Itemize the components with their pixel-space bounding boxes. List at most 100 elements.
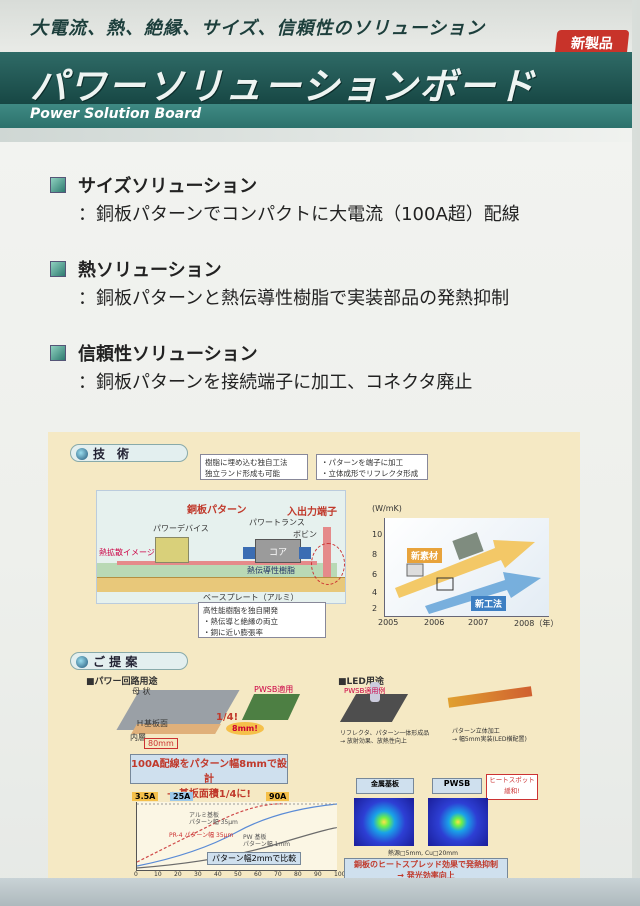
english-title: Power Solution Board bbox=[30, 106, 202, 122]
tab-proposal: ご 提 案 bbox=[70, 652, 188, 670]
note-terminal: ・パターンを端子に加工 ・立体成形でリフレクタ形成 bbox=[316, 454, 428, 480]
core-block: コア bbox=[255, 539, 301, 563]
pwsb-led-label: PWSB適用例 bbox=[344, 687, 386, 695]
current-label: 90A bbox=[266, 792, 290, 801]
led-use-heading: ■LED用途 bbox=[338, 677, 384, 687]
current-x-tick: 60 bbox=[254, 871, 262, 878]
solution-heading: 熱ソリューション bbox=[78, 260, 222, 281]
copper-pattern bbox=[117, 561, 317, 565]
bullet-square-icon bbox=[50, 345, 66, 361]
led-mount-label: パターン立体加工 bbox=[452, 728, 500, 735]
reflector-label: リフレクタ、パターン一体形成品 bbox=[340, 730, 430, 737]
cross-section-diagram: コア 熱拡散イメージ パワーデバイス パワートランス ボビン 熱伝導性樹脂 ベー… bbox=[96, 490, 346, 604]
current-curves bbox=[136, 803, 338, 869]
top-band bbox=[0, 0, 632, 52]
bobbin-right bbox=[299, 547, 311, 559]
metal-board-label: 金属基板 bbox=[356, 778, 414, 794]
pwsb-label: PWSB bbox=[432, 778, 482, 794]
solution-heading: サイズソリューション bbox=[78, 176, 258, 197]
base-plate bbox=[97, 577, 345, 592]
power-device-block bbox=[155, 537, 189, 563]
english-title-bar bbox=[0, 104, 632, 128]
terminal-highlight bbox=[311, 543, 345, 585]
bullet-square-icon bbox=[50, 177, 66, 193]
copper-label: 銅板パターン bbox=[187, 505, 247, 516]
y-tick: 4 bbox=[372, 588, 378, 597]
bus-label: 母 状 bbox=[132, 687, 151, 696]
bobbin-label: ボビン bbox=[293, 530, 317, 539]
current-chart: アルミ基板 パターン幅 35μm PR-4 パターン幅 35μm PW 基板 パ… bbox=[136, 802, 338, 871]
legend-aluminum-width: パターン幅 35μm bbox=[189, 819, 238, 826]
solution-heading: 信頼性ソリューション bbox=[78, 344, 258, 365]
metal-board-thermal-image bbox=[354, 798, 414, 846]
poster-title: パワーソリューションボード bbox=[30, 65, 537, 108]
current-x-tick: 40 bbox=[214, 871, 222, 878]
solution-description: ：銅板パターンを接続端子に加工、コネクタ廃止 bbox=[78, 372, 473, 393]
tab-bullet-icon bbox=[76, 656, 88, 668]
x-tick: 2005 bbox=[378, 618, 399, 627]
x-tick: 2008（年） bbox=[514, 619, 559, 628]
base-label: ベースプレート（アルミ） bbox=[203, 593, 299, 602]
ratio-label: 1/4! bbox=[216, 712, 239, 723]
current-label: 25A bbox=[170, 792, 194, 801]
current-x-tick: 20 bbox=[174, 871, 182, 878]
led-illustration bbox=[370, 682, 380, 702]
new-material-label: 新素材 bbox=[407, 548, 443, 563]
new-method-label: 新工法 bbox=[471, 596, 507, 611]
current-x-tick: 70 bbox=[274, 871, 282, 878]
current-x-tick: 100 bbox=[334, 871, 346, 878]
floor-edge bbox=[0, 878, 640, 906]
thermal-footnote: 熱源□5mm, Cu□20mm bbox=[388, 850, 458, 857]
conductivity-chart: 新素材 新工法 bbox=[384, 518, 549, 617]
base-area-label: Ｈ基板面 bbox=[136, 719, 168, 728]
bullet-square-icon bbox=[50, 261, 66, 277]
growth-arrows bbox=[395, 532, 541, 614]
pwsb-thermal-image bbox=[428, 798, 488, 846]
resin-layer bbox=[97, 563, 337, 577]
detail-panel: 技 術 樹脂に埋め込む独自工法 独立ランド形成も可能 ・パターンを端子に加工 ・… bbox=[48, 432, 580, 882]
tab-bullet-icon bbox=[76, 448, 88, 460]
reflector-effect-label: → 放射効果、放熱性向上 bbox=[340, 738, 407, 745]
power-callout: 100A配線をパターン幅8mmで設計 → 基板面積1/4に! bbox=[130, 754, 288, 800]
current-x-tick: 10 bbox=[154, 871, 162, 878]
legend-aluminum: アルミ基板 bbox=[189, 812, 219, 819]
divider-stripe bbox=[0, 128, 632, 142]
led-mount-width-label: → 幅5mm実装(LED横配置) bbox=[452, 736, 527, 743]
bobbin-left bbox=[243, 547, 255, 559]
hotspot-label: ヒートスポット緩和! bbox=[486, 774, 538, 800]
x-tick: 2006 bbox=[424, 618, 445, 627]
current-chart-xticks: 0 10 20 30 40 50 60 70 80 90 100 bbox=[134, 871, 345, 879]
current-x-tick: 0 bbox=[134, 871, 138, 878]
current-label: 3.5A bbox=[132, 792, 159, 801]
size-80-label: 80mm bbox=[144, 738, 178, 749]
tab-technology: 技 術 bbox=[70, 444, 188, 462]
inner-label: 内層 bbox=[130, 733, 146, 742]
io-label: 入出力端子 bbox=[287, 507, 337, 518]
pwsb-applied-label: PWSB適用 bbox=[254, 685, 294, 694]
current-x-tick: 80 bbox=[294, 871, 302, 878]
legend-pw: PW 基板 bbox=[243, 834, 267, 841]
power-use-heading: ■パワー回路用途 bbox=[86, 677, 158, 687]
power-device-label: パワーデバイス bbox=[153, 524, 209, 533]
solution-description: ：銅板パターンと熱伝導性樹脂で実装部品の発熱抑制 bbox=[78, 288, 510, 309]
x-tick: 2007 bbox=[468, 618, 489, 627]
current-x-tick: 90 bbox=[314, 871, 322, 878]
y-tick: 8 bbox=[372, 550, 378, 559]
led-strip-illustration bbox=[447, 686, 533, 708]
current-x-tick: 50 bbox=[234, 871, 242, 878]
pwsb-board-illustration bbox=[241, 694, 301, 720]
title-bar bbox=[0, 52, 632, 104]
conductivity-unit: (W/mK) bbox=[372, 504, 402, 513]
heat-image-label: 熱拡散イメージ bbox=[99, 548, 155, 557]
y-tick: 2 bbox=[372, 604, 378, 613]
current-x-tick: 30 bbox=[194, 871, 202, 878]
legend-pw-width: パターン幅 1mm bbox=[243, 841, 291, 848]
y-tick: 6 bbox=[372, 570, 378, 579]
size-8-label: 8mm! bbox=[226, 722, 264, 735]
resin-label: 熱伝導性樹脂 bbox=[247, 566, 295, 575]
note-embed-method: 樹脂に埋め込む独自工法 独立ランド形成も可能 bbox=[200, 454, 308, 480]
transformer-label: パワートランス bbox=[249, 518, 305, 527]
y-tick: 10 bbox=[372, 530, 383, 539]
legend-fr4: PR-4 パターン幅 35μm bbox=[169, 832, 234, 839]
